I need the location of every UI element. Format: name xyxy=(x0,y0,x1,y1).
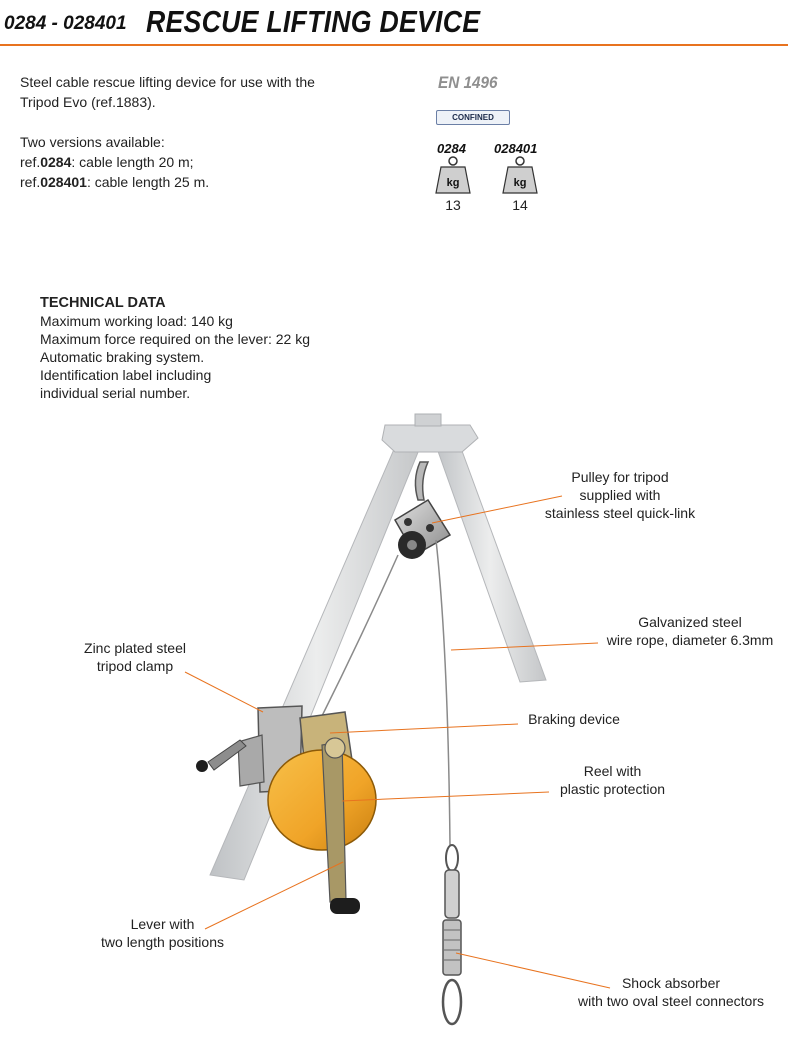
tripod-head xyxy=(381,424,479,453)
callout-line-clamp xyxy=(184,671,264,713)
callout-line-brake xyxy=(329,723,519,734)
description-line-2: Tripod Evo (ref.1883). xyxy=(20,94,156,110)
quick-link-icon xyxy=(414,461,430,501)
technical-data: TECHNICAL DATA Maximum working load: 140… xyxy=(40,294,400,402)
versions-heading: Two versions available: xyxy=(20,134,165,150)
model-ref-0284: 0284 xyxy=(437,141,466,156)
callout-reel: Reel with plastic protection xyxy=(559,763,666,797)
weight-unit-label: kg xyxy=(447,177,460,189)
page-title: RESCUE LIFTING DEVICE xyxy=(146,4,481,39)
callout-line-shock xyxy=(455,952,611,989)
lever-icon xyxy=(321,737,360,914)
technical-line: Automatic braking system. xyxy=(40,349,205,365)
description-paragraph: Steel cable rescue lifting device for us… xyxy=(20,72,380,112)
technical-data-title: TECHNICAL DATA xyxy=(40,295,166,311)
page-header: 0284 - 028401 RESCUE LIFTING DEVICE xyxy=(0,0,791,46)
callout-braking-device: Braking device xyxy=(528,711,620,727)
callout-line-wire xyxy=(450,642,599,651)
callout-shock-absorber: Shock absorber with two oval steel conne… xyxy=(578,975,764,1009)
callout-line-pulley xyxy=(431,495,563,524)
header-divider xyxy=(0,44,788,46)
technical-line: Identification label including xyxy=(40,367,212,383)
technical-line: Maximum force required on the lever: 22 … xyxy=(40,331,311,347)
callout-line-lever xyxy=(204,861,344,930)
weight-value-028401: 14 xyxy=(512,197,528,213)
callout-wire-rope: Galvanized steel wire rope, diameter 6.3… xyxy=(606,614,774,648)
weight-icon: kg xyxy=(435,156,471,194)
standard-label: EN 1496 xyxy=(438,73,498,92)
product-code: 0284 - 028401 xyxy=(4,13,127,34)
product-description: Steel cable rescue lifting device for us… xyxy=(20,72,380,192)
technical-line: individual serial number. xyxy=(40,385,191,401)
callout-pulley: Pulley for tripod supplied with stainles… xyxy=(544,469,696,521)
weight-icon: kg xyxy=(502,156,538,194)
weight-value-0284: 13 xyxy=(445,197,461,213)
confined-badge: CONFINED xyxy=(436,110,510,125)
callout-tripod-clamp: Zinc plated steel tripod clamp xyxy=(84,640,186,674)
wire-rope xyxy=(435,539,451,846)
callout-line-reel xyxy=(341,791,550,802)
version-ref-1: ref.0284: cable length 20 m; xyxy=(20,154,194,170)
pulley-icon xyxy=(393,498,452,559)
callout-lever: Lever with two length positions xyxy=(101,916,224,950)
version-ref-2: ref.028401: cable length 25 m. xyxy=(20,174,210,190)
weight-unit-label: kg xyxy=(514,177,527,189)
model-ref-028401: 028401 xyxy=(494,141,538,156)
technical-line: Maximum working load: 140 kg xyxy=(40,313,233,329)
description-line-1: Steel cable rescue lifting device for us… xyxy=(20,74,315,90)
wire-rope xyxy=(319,554,399,721)
shock-absorber-icon xyxy=(441,844,463,1026)
